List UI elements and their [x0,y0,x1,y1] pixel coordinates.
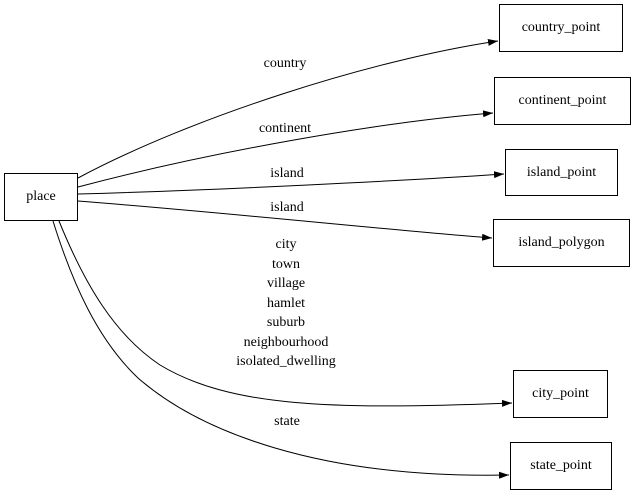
edge-place-to-city-point [58,220,513,407]
node-place-label: place [26,189,56,204]
edge-label-city-variants: city town village hamlet suburb neighbou… [236,236,336,369]
node-continent-point: continent_point [494,77,631,125]
node-country-point: country_point [499,4,623,52]
node-country-point-label: country_point [521,20,601,35]
node-state-point-label: state_point [530,458,592,473]
node-island-point: island_point [505,149,618,196]
edge-label-island-polygon: island [270,200,304,215]
edge-label-state: state [274,414,300,429]
edge-place-to-island-polygon [77,200,493,241]
edge-place-to-state-point [52,220,510,479]
edge-place-to-island-point [77,171,505,195]
edge-place-to-country-point [77,39,499,179]
node-city-point: city_point [513,370,608,418]
node-state-point: state_point [510,442,612,490]
edge-label-country: country [263,56,307,71]
edge-place-to-continent-point [77,110,494,188]
edge-label-island-point: island [270,166,304,181]
node-island-polygon-label: island_polygon [518,235,605,250]
node-continent-point-label: continent_point [518,93,607,108]
node-island-polygon: island_polygon [493,219,630,267]
node-island-point-label: island_point [526,164,597,180]
edge-label-continent: continent [258,121,312,136]
node-city-point-label: city_point [532,386,589,401]
node-place: place [4,173,78,221]
